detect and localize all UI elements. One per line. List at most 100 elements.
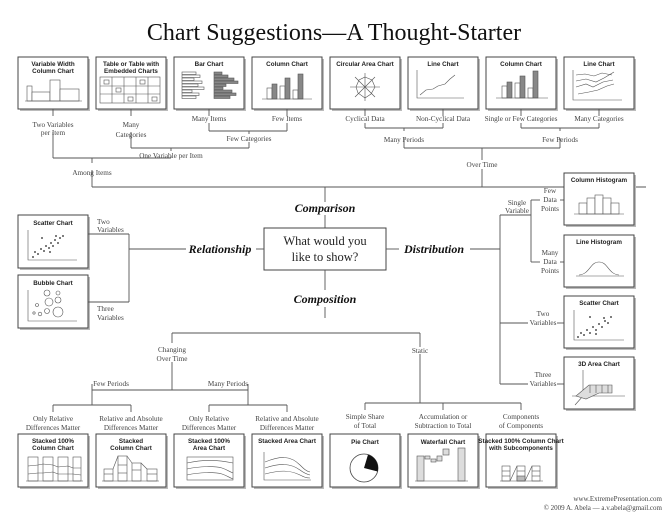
label-few-items: Few Items: [272, 115, 302, 123]
label-comp-many-periods: Many Periods: [208, 380, 248, 388]
svg-text:Differences Matter: Differences Matter: [182, 424, 237, 432]
category-comparison: Comparison: [295, 201, 356, 215]
label-non-cyclical-data: Non-Cyclical Data: [416, 115, 471, 123]
label-among-items: Among Items: [72, 169, 112, 177]
chart-box-stacked-column-chart: Stacked Column Chart: [95, 433, 168, 489]
label-relative-absolute-1: Relative and Absolute: [99, 415, 162, 423]
stacked-100-column-icon: [26, 456, 83, 482]
label-many-categories: Many: [123, 121, 140, 129]
relationship-tree-lines: [88, 233, 130, 303]
label-simple-share: Simple Share: [346, 413, 385, 421]
footer-website: www.ExtremePresentation.com: [573, 495, 662, 503]
label-two-variables-per-item: Two Variables: [32, 121, 73, 129]
label-few-categories: Few Categories: [227, 135, 272, 143]
line-histogram-icon: [576, 261, 624, 277]
label-over-time: Over Time: [467, 161, 498, 169]
svg-text:Column Chart: Column Chart: [32, 68, 75, 75]
label-only-relative-1: Only Relative: [33, 415, 73, 423]
svg-text:Column Chart: Column Chart: [500, 61, 543, 68]
label-dist-two-variables: Two: [537, 310, 550, 318]
chart-box-scatter-chart: Scatter Chart: [17, 214, 90, 270]
svg-text:3D Area Chart: 3D Area Chart: [578, 361, 621, 368]
stacked-100-area-icon: [186, 456, 234, 481]
comparison-tree-lines: [52, 109, 646, 202]
category-distribution: Distribution: [403, 242, 464, 256]
stacked-column-icon: [102, 455, 159, 482]
chart-box-column-chart-time: Column Chart: [485, 56, 558, 111]
svg-text:Over Time: Over Time: [157, 355, 188, 363]
svg-text:Variables: Variables: [530, 380, 557, 388]
svg-text:Scatter Chart: Scatter Chart: [579, 300, 619, 307]
label-many-items: Many Items: [192, 115, 227, 123]
column-chart-time-icon: [496, 70, 548, 99]
chart-box-bar-chart: Bar Chart: [173, 56, 246, 111]
label-rel-two-variables: Two: [97, 218, 110, 226]
svg-text:Points: Points: [541, 205, 559, 213]
label-changing-over-time: Changing: [158, 346, 186, 354]
chart-box-column-chart: Column Chart: [251, 56, 324, 111]
svg-text:Scatter Chart: Scatter Chart: [33, 220, 73, 227]
svg-text:Stacked 100% Column Chart: Stacked 100% Column Chart: [478, 438, 564, 445]
svg-text:Line Histogram: Line Histogram: [576, 239, 622, 246]
composition-tree-lines: [52, 332, 522, 412]
svg-text:Differences Matter: Differences Matter: [26, 424, 81, 432]
chart-box-variable-width-column-chart: Variable Width Column Chart: [17, 56, 90, 111]
chart-box-line-chart-many: Line Chart: [563, 56, 636, 111]
svg-text:Stacked 100%: Stacked 100%: [32, 438, 74, 445]
center-question-line2: like to show?: [292, 250, 359, 264]
svg-text:Variables: Variables: [530, 319, 557, 327]
bubble-chart-icon: [27, 289, 77, 322]
chart-box-stacked-100-area-chart: Stacked 100% Area Chart: [173, 433, 246, 489]
svg-text:Line Chart: Line Chart: [427, 61, 459, 68]
label-comp-few-periods: Few Periods: [93, 380, 129, 388]
pie-chart-icon: [349, 453, 379, 483]
label-accumulation: Accumulation or: [419, 413, 468, 421]
chart-box-stacked-100-column-chart: Stacked 100% Column Chart: [17, 433, 90, 489]
svg-text:Circular Area Chart: Circular Area Chart: [336, 61, 394, 68]
chart-box-stacked-100-column-subcomponents: Stacked 100% Column Chart with Subcompon…: [478, 433, 565, 489]
footer-copyright: © 2009 A. Abela — a.v.abela@gmail.com: [544, 504, 663, 512]
label-many-data-points: Many: [542, 249, 559, 257]
svg-text:Differences Matter: Differences Matter: [104, 424, 159, 432]
label-components: Components: [503, 413, 540, 421]
chart-box-circular-area-chart: Circular Area Chart: [329, 56, 402, 111]
line-chart-icon: [416, 70, 464, 99]
label-dist-three-variables: Three: [535, 371, 552, 379]
svg-text:Data: Data: [543, 196, 557, 204]
chart-box-waterfall-chart: Waterfall Chart: [407, 433, 480, 489]
category-composition: Composition: [294, 292, 357, 306]
svg-text:Variables: Variables: [97, 314, 124, 322]
svg-text:Variable Width: Variable Width: [31, 61, 74, 68]
label-cyclical-data: Cyclical Data: [345, 115, 385, 123]
waterfall-chart-icon: [415, 447, 468, 482]
3d-area-chart-icon: [572, 370, 625, 406]
multi-line-chart-icon: [572, 70, 622, 101]
label-static: Static: [412, 347, 428, 355]
svg-text:Table or Table with: Table or Table with: [103, 61, 159, 68]
svg-text:Column Histogram: Column Histogram: [571, 177, 628, 184]
scatter-chart-icon: [27, 230, 77, 261]
svg-text:Bar Chart: Bar Chart: [195, 61, 225, 68]
chart-box-line-histogram: Line Histogram: [563, 234, 636, 289]
chart-box-bubble-chart: Bubble Chart: [17, 274, 90, 330]
chart-box-line-chart: Line Chart: [407, 56, 480, 111]
svg-text:Subtraction to Total: Subtraction to Total: [415, 422, 472, 430]
chart-box-column-histogram: Column Histogram: [563, 172, 636, 227]
chart-box-pie-chart: Pie Chart: [329, 433, 402, 489]
label-only-relative-2: Only Relative: [189, 415, 229, 423]
stacked-subcomponents-icon: [500, 465, 543, 482]
scatter-chart-dist-icon: [573, 310, 624, 341]
svg-text:of Components: of Components: [499, 422, 543, 430]
variable-width-column-icon: [25, 79, 82, 102]
label-single-variable: Single: [508, 199, 526, 207]
diagram-title: Chart Suggestions—A Thought-Starter: [147, 20, 521, 46]
svg-text:Variable: Variable: [505, 207, 529, 215]
svg-text:Stacked 100%: Stacked 100%: [188, 438, 230, 445]
svg-text:Variables: Variables: [97, 226, 124, 234]
label-one-variable-per-item: One Variable per Item: [139, 152, 203, 160]
svg-text:of Total: of Total: [354, 422, 376, 430]
svg-text:Waterfall Chart: Waterfall Chart: [421, 439, 466, 446]
label-few-periods: Few Periods: [542, 136, 578, 144]
center-question-line1: What would you: [283, 234, 367, 248]
